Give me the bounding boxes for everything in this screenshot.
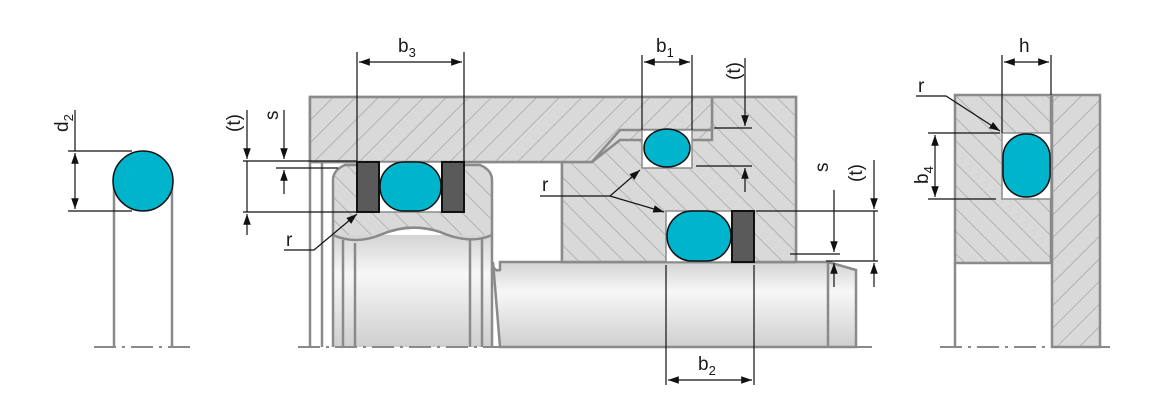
- r-leader: [284, 213, 358, 251]
- oring-section: [1002, 133, 1051, 198]
- oring-section: [666, 210, 732, 262]
- cover-plate: [1050, 93, 1102, 349]
- rod: [491, 260, 858, 349]
- backup-ring: [356, 161, 380, 213]
- backup-ring: [441, 161, 465, 213]
- b1-label: b1: [656, 36, 674, 60]
- t-label-mid: (t): [724, 62, 745, 80]
- r-label-left: r: [286, 230, 293, 251]
- h-label: h: [1019, 36, 1030, 57]
- r-leader: [916, 95, 1001, 132]
- b4-label: b4: [912, 166, 936, 184]
- axial-groove-view: h b4 r: [912, 36, 1115, 349]
- oring-section: [379, 161, 442, 212]
- r-label-mid: r: [542, 175, 549, 196]
- oring-section: [643, 128, 691, 168]
- s-label-left: s: [262, 111, 283, 121]
- t-label-left: (t): [224, 114, 245, 132]
- oring-section: [112, 150, 174, 212]
- b3-label: b3: [398, 36, 416, 60]
- piston-cylinder: [333, 235, 493, 347]
- oring-cross-section-view: d2: [52, 110, 192, 348]
- s-label-right: s: [812, 163, 833, 173]
- assembly-view: b3 (t) s r b1 (t) r: [224, 36, 878, 385]
- b2-label: b2: [698, 354, 716, 378]
- r-label-right: r: [918, 76, 925, 97]
- t-label-right: (t): [846, 164, 867, 182]
- d2-label: d2: [52, 114, 76, 132]
- backup-ring: [731, 210, 755, 263]
